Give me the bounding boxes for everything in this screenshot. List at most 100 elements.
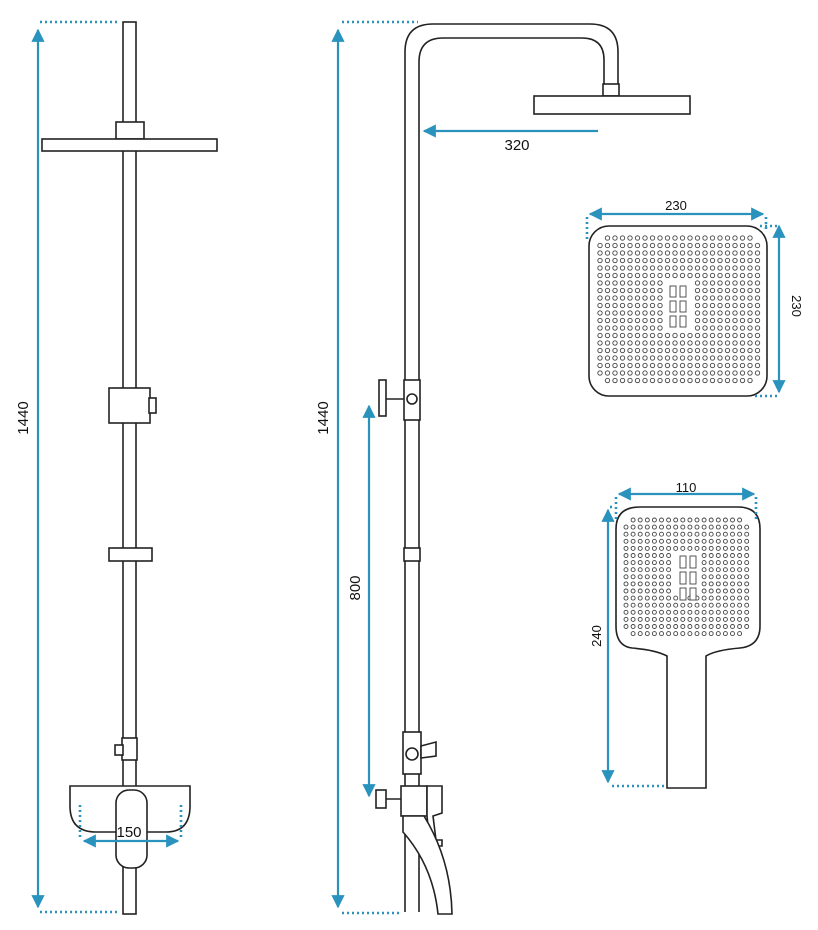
nozzle-hole xyxy=(754,355,761,361)
nozzle-hole xyxy=(687,242,693,249)
nozzle-hole xyxy=(702,295,708,301)
nozzle-hole xyxy=(722,616,728,622)
nozzle-hole xyxy=(649,272,656,279)
nozzle-hole xyxy=(657,362,663,369)
nozzle-hole xyxy=(612,302,618,309)
nozzle-hole xyxy=(634,310,641,316)
nozzle-hole xyxy=(747,250,753,256)
nozzle-hole xyxy=(637,531,643,537)
nozzle-hole xyxy=(630,567,636,573)
nozzle-hole xyxy=(627,302,633,309)
nozzle-hole xyxy=(709,377,716,384)
nozzle-hole xyxy=(651,517,657,523)
nozzle-hole xyxy=(630,531,636,537)
nozzle-hole xyxy=(666,616,672,622)
nozzle-hole xyxy=(642,272,648,279)
nozzle-hole xyxy=(627,280,633,286)
nozzle-hole xyxy=(630,524,636,530)
nozzle-hole xyxy=(619,317,626,324)
nozzle-hole xyxy=(694,631,700,637)
nozzle-hole xyxy=(754,340,761,346)
nozzle-hole xyxy=(737,609,743,615)
front-height-label: 1440 xyxy=(15,401,32,434)
nozzle-hole xyxy=(597,272,603,279)
nozzle-hole xyxy=(744,524,750,530)
nozzle-hole xyxy=(637,581,643,587)
nozzle-hole xyxy=(604,287,611,294)
nozzle-hole xyxy=(708,517,714,523)
nozzle-hole xyxy=(672,242,678,249)
nozzle-hole xyxy=(694,347,701,354)
nozzle-hole xyxy=(687,340,693,346)
nozzle-hole xyxy=(732,340,738,346)
nozzle-hole xyxy=(619,340,626,346)
nozzle-hole xyxy=(604,310,611,316)
nozzle-hole xyxy=(747,257,753,264)
nozzle-hole xyxy=(619,332,626,339)
nozzle-hole xyxy=(702,265,708,271)
nozzle-hole xyxy=(680,616,686,622)
nozzle-hole xyxy=(730,517,735,523)
nozzle-hole xyxy=(730,631,735,637)
nozzle-hole xyxy=(612,250,618,256)
nozzle-hole xyxy=(657,242,663,249)
nozzle-hole xyxy=(679,370,686,376)
nozzle-hole xyxy=(627,377,633,384)
nozzle-hole xyxy=(666,609,672,615)
nozzle-hole xyxy=(637,545,643,551)
nozzle-hole xyxy=(597,340,603,346)
nozzle-hole xyxy=(724,242,731,249)
nozzle-hole xyxy=(642,310,648,316)
front-mixer-lever xyxy=(115,789,148,869)
nozzle-hole xyxy=(754,287,761,294)
nozzle-hole xyxy=(679,235,686,241)
nozzle-hole xyxy=(664,377,671,384)
nozzle-hole xyxy=(634,235,641,241)
nozzle-hole xyxy=(619,250,626,256)
nozzle-hole xyxy=(687,355,693,361)
nozzle-hole xyxy=(619,370,626,376)
nozzle-hole xyxy=(737,545,743,551)
nozzle-hole xyxy=(649,257,656,264)
nozzle-slot xyxy=(679,285,687,298)
nozzle-hole xyxy=(637,560,643,566)
nozzle-hole xyxy=(627,325,633,331)
nozzle-hole xyxy=(623,588,629,594)
nozzle-hole xyxy=(732,362,738,369)
nozzle-hole xyxy=(724,340,731,346)
nozzle-hole xyxy=(687,347,693,354)
nozzle-slot xyxy=(669,300,677,313)
nozzle-hole xyxy=(597,242,603,249)
nozzle-hole xyxy=(702,317,708,324)
nozzle-hole xyxy=(694,250,701,256)
nozzle-hole xyxy=(717,310,723,316)
nozzle-hole xyxy=(659,631,664,637)
nozzle-hole xyxy=(657,302,663,309)
nozzle-hole xyxy=(630,602,636,608)
nozzle-hole xyxy=(604,355,611,361)
nozzle-hole xyxy=(664,362,671,369)
nozzle-hole xyxy=(630,624,636,629)
nozzle-hole xyxy=(709,257,716,264)
nozzle-hole xyxy=(623,553,629,558)
nozzle-hole xyxy=(659,517,664,523)
nozzle-hole xyxy=(659,602,664,608)
nozzle-hole xyxy=(737,574,743,580)
nozzle-hole xyxy=(627,265,633,271)
nozzle-hole xyxy=(732,370,738,376)
nozzle-hole xyxy=(701,602,707,608)
nozzle-hole xyxy=(744,581,750,587)
nozzle-hole xyxy=(680,524,686,530)
nozzle-hole xyxy=(651,588,657,594)
nozzle-hole xyxy=(673,595,679,601)
nozzle-hole xyxy=(634,280,641,286)
nozzle-hole xyxy=(744,531,750,537)
hand-shower-nozzle-grid xyxy=(623,517,750,637)
nozzle-hole xyxy=(717,287,723,294)
nozzle-hole xyxy=(694,616,700,622)
side-diverter-tab xyxy=(420,740,437,759)
nozzle-hole xyxy=(644,624,650,629)
nozzle-hole xyxy=(737,553,743,558)
nozzle-hole xyxy=(664,370,671,376)
nozzle-hole xyxy=(687,332,693,339)
